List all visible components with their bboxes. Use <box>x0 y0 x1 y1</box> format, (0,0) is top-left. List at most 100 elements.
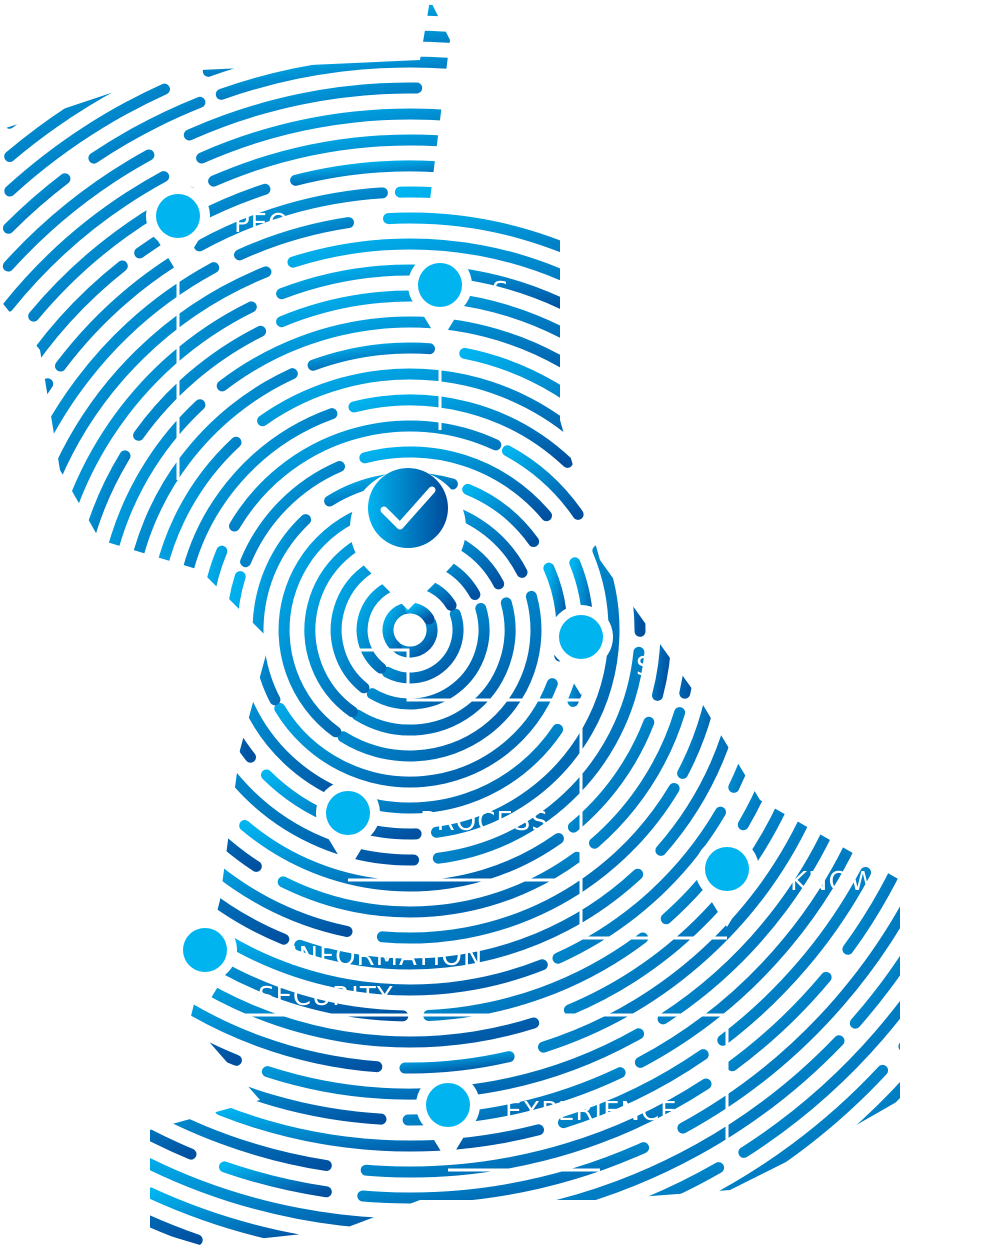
fingerprint-ridge <box>703 476 748 596</box>
fingerprint-ridge <box>381 608 464 684</box>
fingerprint-ridge <box>47 3 160 67</box>
fingerprint-ridge <box>122 604 143 705</box>
fingerprint-ridge <box>3 173 71 234</box>
fingerprint-ridge <box>239 820 564 892</box>
fingerprint-ridge <box>3 1163 134 1245</box>
pin-label-s-right: S <box>636 652 654 682</box>
fingerprint-ridge <box>189 845 353 937</box>
fingerprint-ridge <box>257 368 604 463</box>
fingerprint-ridge <box>110 716 191 846</box>
fingerprint-ridge <box>538 797 819 1053</box>
fingerprint-ridge <box>274 678 558 788</box>
fingerprint-ridge <box>20 660 139 905</box>
map-pin-process <box>315 781 381 871</box>
fingerprint-ridge <box>535 125 785 275</box>
fingerprint-ridge <box>583 479 599 497</box>
fingerprint-ridge <box>580 371 686 487</box>
pin-dot <box>326 791 370 835</box>
fingerprint-ridge <box>502 445 584 520</box>
fingerprint-ridge <box>183 82 423 141</box>
fingerprint-ridge <box>2 716 149 950</box>
fingerprint-ridge <box>3 1130 203 1245</box>
fingerprint-ridge <box>216 931 548 996</box>
fingerprint-ridge <box>290 160 471 186</box>
fingerprint-ridge <box>51 963 163 1056</box>
fingerprint-ridge <box>617 367 679 430</box>
map-pin-experience <box>415 1073 481 1163</box>
fingerprint-ridge <box>793 540 828 771</box>
fingerprint-ridge <box>55 256 178 372</box>
fingerprint-ridge <box>96 399 206 698</box>
map-pin-information-security <box>172 918 238 1008</box>
fingerprint-ridge <box>677 535 724 779</box>
fingerprint-ridge <box>812 157 900 258</box>
fingerprint-ridge <box>4 1063 96 1137</box>
fingerprint-ridge <box>360 1078 712 1178</box>
fingerprint-ridge <box>737 678 798 831</box>
fingerprint-ridge <box>399 1051 515 1074</box>
fingerprint-ridge <box>252 514 312 706</box>
fingerprint-ridge <box>552 806 726 964</box>
fingerprint-ridge <box>926 1039 975 1100</box>
fingerprint-ridge <box>967 358 975 374</box>
map-pin-s-right <box>548 605 614 695</box>
map-pin-s-upper <box>407 253 473 343</box>
fingerprint-ridge <box>462 483 540 547</box>
fingerprint-ridge <box>617 97 734 166</box>
fingerprint-ridge <box>359 446 552 522</box>
fingerprint-ridge <box>3 1027 48 1069</box>
fingerprint-ridge <box>193 187 388 252</box>
fingerprint-ridge <box>589 707 686 849</box>
pin-label-security: SECURITY <box>258 982 394 1012</box>
fingerprint-ridge <box>663 4 821 99</box>
fingerprint-ridge <box>582 311 734 468</box>
fingerprint-ridge <box>733 297 793 366</box>
fingerprint-ridge <box>423 932 649 1021</box>
fingerprint-ridge <box>2 171 170 312</box>
fingerprint-ridge <box>750 523 776 651</box>
fingerprint-ridge <box>722 3 807 57</box>
fingerprint-ridge <box>677 822 900 1134</box>
connector-lines <box>176 240 729 1175</box>
fingerprint-ridge <box>3 905 36 946</box>
fingerprint-ridge <box>563 788 794 1016</box>
fingerprint-ridge <box>49 266 272 485</box>
pin-label-information: INFORMATION <box>290 942 483 972</box>
fingerprint-ridge <box>790 281 854 363</box>
fingerprint-ridge <box>307 342 435 371</box>
fingerprint-ridge <box>4 83 170 197</box>
fingerprint-ridge <box>2 948 194 1102</box>
fingerprint-ridge <box>357 1142 650 1204</box>
fingerprint-ridge <box>618 1064 889 1245</box>
fingerprint-ridge <box>558 1049 709 1129</box>
fingerprint-ridge <box>898 937 900 1052</box>
fingerprint-ridge <box>3 799 127 965</box>
fingerprint-ridge <box>896 291 900 365</box>
fingerprint-ridge <box>579 2 824 135</box>
fingerprint-ridge <box>208 134 540 187</box>
fingerprint-ridge <box>215 56 470 100</box>
fingerprint-ridge <box>687 1201 760 1245</box>
fingerprint-ridge <box>229 420 502 532</box>
fingerprint-ridge <box>493 63 592 96</box>
fingerprint-ridge <box>834 142 900 301</box>
fingerprint-ridge <box>2 149 155 272</box>
pin-label-process: PROCESS <box>420 807 549 837</box>
fingerprint-ridge <box>432 646 645 864</box>
fingerprint-ridge <box>12 1201 75 1245</box>
fingerprint-ridge <box>133 325 267 441</box>
fingerprint-ridge <box>610 472 628 493</box>
fingerprint-ridge <box>382 602 415 653</box>
fingerprint-ridge <box>3 378 54 461</box>
fingerprint-ridge <box>836 109 900 271</box>
fingerprint-ridge <box>672 346 769 481</box>
fingerprint-ridge <box>431 545 620 838</box>
fingerprint-ridge <box>746 1217 784 1245</box>
fingerprint-ridge <box>849 899 900 1029</box>
fingerprint-ridge <box>70 575 107 763</box>
fingerprint-ridge <box>351 597 516 736</box>
fingerprint-ridge <box>180 408 338 585</box>
fingerprint-ridge <box>2 856 42 911</box>
